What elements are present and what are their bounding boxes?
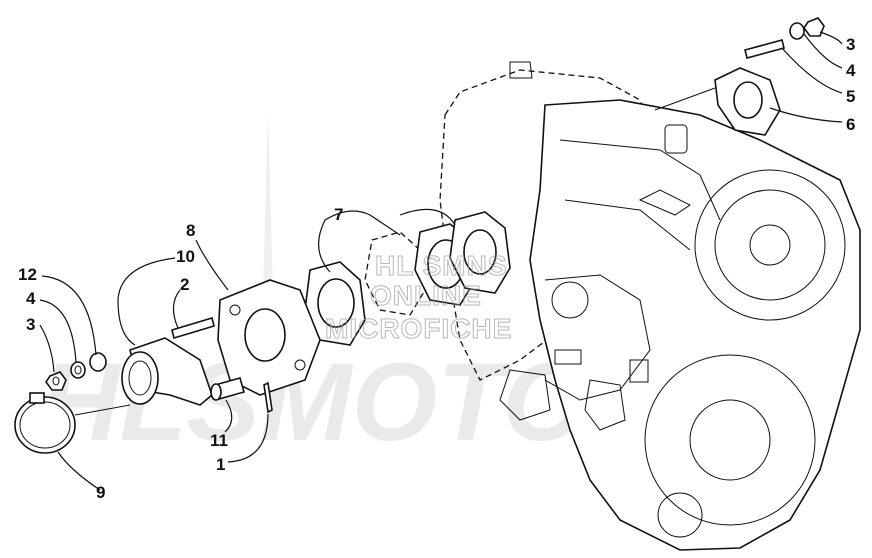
part-11-screw [210,377,245,401]
callout-1: 1 [216,455,225,474]
callout-4-left: 4 [26,289,36,308]
callout-12: 12 [18,265,37,284]
callout-4-top: 4 [846,61,856,80]
part-8-flange [217,279,321,396]
callout-11: 11 [210,431,228,450]
callout-7: 7 [334,205,343,224]
part-2-stud [171,316,215,340]
callout-9: 9 [96,483,105,502]
leader-lines [39,31,843,491]
callout-10: 10 [176,247,195,266]
callout-3-top: 3 [846,35,855,54]
watermark-line-2: ONLINE [370,280,482,311]
watermark-text: HL SMNS ONLINE MICROFICHE [325,250,512,345]
watermark-line-3: MICROFICHE [325,313,512,344]
callouts: 3 4 5 6 7 8 10 2 12 4 3 11 1 9 [18,35,856,502]
part-9-clamp [14,392,131,454]
part-7-gaskets [304,211,511,346]
parts-12-4-3-hardware [45,352,107,391]
callout-2: 2 [180,275,189,294]
parts-top-right-hardware [654,17,825,136]
watermark-big-text: HLSMOTO [40,341,588,464]
callout-5: 5 [846,87,855,106]
part-1-pin [263,381,273,414]
callout-3-left: 3 [26,315,35,334]
callout-8: 8 [186,221,195,240]
callout-6: 6 [846,115,855,134]
watermark-line-1: HL SMNS [375,250,508,281]
part-10-socket [121,337,213,406]
engine-assembly [439,61,861,551]
